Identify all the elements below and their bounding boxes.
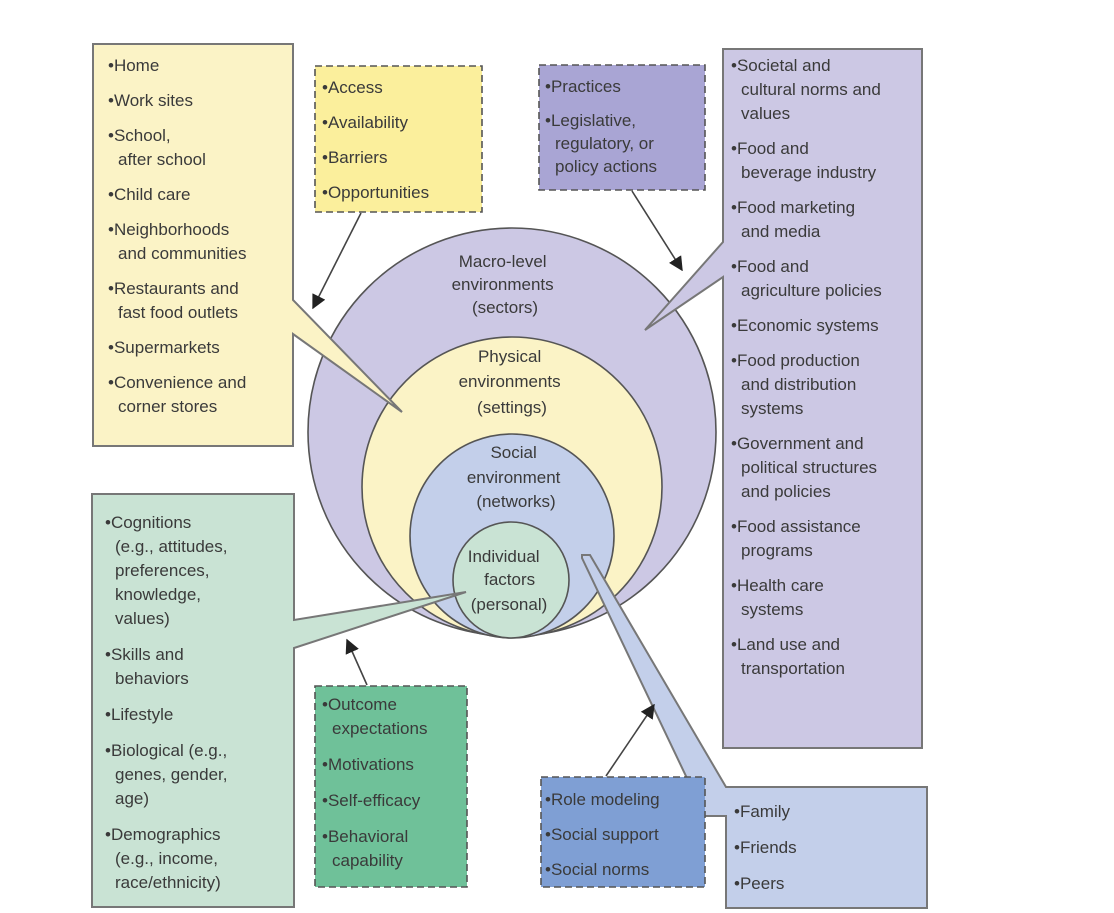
sectors-box: [644, 48, 923, 749]
list-item-line: •Social support: [545, 825, 659, 844]
list-item-line: transportation: [741, 659, 845, 678]
list-item-line: •Friends: [734, 838, 797, 857]
list-item-line: after school: [118, 150, 206, 169]
list-item-line: •Restaurants and: [108, 279, 239, 298]
individual-box: [91, 493, 467, 908]
physical-factors-arrow: [312, 212, 362, 310]
list-item-line: •Cognitions: [105, 513, 191, 532]
list-item-line: •Social norms: [545, 860, 649, 879]
list-item-line: •Food and: [731, 139, 809, 158]
list-item-line: •Practices: [545, 77, 621, 96]
list-item-line: •Demographics: [105, 825, 221, 844]
physical-factors-box: [314, 65, 483, 213]
individual-list: •Cognitions (e.g., attitudes, preferences,…: [105, 513, 227, 892]
list-item-line: •Land use and: [731, 635, 840, 654]
list-item-line: policy actions: [555, 157, 657, 176]
list-item-line: preferences,: [115, 561, 210, 580]
list-item-line: and policies: [741, 482, 831, 501]
list-item-line: programs: [741, 541, 813, 560]
macro-factors-box: [538, 64, 706, 191]
list-item-line: •Biological (e.g.,: [105, 741, 227, 760]
list-item-line: •Neighborhoods: [108, 220, 229, 239]
list-item-line: •Convenience and: [108, 373, 246, 392]
list-item-line: •Economic systems: [731, 316, 879, 335]
list-item-line: agriculture policies: [741, 281, 882, 300]
list-item-line: •Supermarkets: [108, 338, 220, 357]
list-item-line: cultural norms and: [741, 80, 881, 99]
list-item-line: •School,: [108, 126, 171, 145]
list-item-line: expectations: [332, 719, 427, 738]
list-item-line: •Motivations: [322, 755, 414, 774]
list-item-line: •Barriers: [322, 148, 387, 167]
networks-list: •Family •Friends •Peers: [734, 802, 797, 893]
list-item-line: •Health care: [731, 576, 824, 595]
list-item-line: behaviors: [115, 669, 189, 688]
list-item-line: •Societal and: [731, 56, 831, 75]
list-item-line: •Work sites: [108, 91, 193, 110]
list-item-line: •Self-efficacy: [322, 791, 421, 810]
social-factors-box: [540, 776, 706, 888]
list-item-line: •Food production: [731, 351, 860, 370]
social-factors-arrow: [605, 703, 655, 777]
list-item-line: •Home: [108, 56, 159, 75]
list-item-line: •Outcome: [322, 695, 397, 714]
list-item-line: •Opportunities: [322, 183, 429, 202]
networks-box: [581, 554, 928, 909]
list-item-line: •Lifestyle: [105, 705, 173, 724]
list-item-line: •Food and: [731, 257, 809, 276]
list-item-line: values): [115, 609, 170, 628]
physical-factors-list: •Access •Availability •Barriers •Opportunit…: [322, 78, 429, 202]
social-factors-list: •Role modeling •Social support •Social nor…: [545, 790, 660, 879]
list-item-line: •Government and: [731, 434, 864, 453]
macro-factors-list: •Practices •Legislative, regulatory, or pol…: [545, 77, 657, 176]
list-item-line: political structures: [741, 458, 877, 477]
list-item-line: genes, gender,: [115, 765, 227, 784]
list-item-line: and communities: [118, 244, 247, 263]
list-item-line: •Family: [734, 802, 791, 821]
list-item-line: age): [115, 789, 149, 808]
list-item-line: systems: [741, 600, 803, 619]
list-item-line: •Legislative,: [545, 111, 636, 130]
list-item-line: systems: [741, 399, 803, 418]
social-environment-label: Social environment (networks): [467, 443, 565, 511]
list-item-line: •Food assistance: [731, 517, 861, 536]
sectors-list: •Societal and cultural norms and values •Fo…: [731, 56, 882, 678]
list-item-line: knowledge,: [115, 585, 201, 604]
individual-factors-arrow: [345, 638, 368, 686]
list-item-line: race/ethnicity): [115, 873, 221, 892]
macro-level-label: Macro-level environments (sectors): [452, 252, 559, 317]
list-item-line: •Availability: [322, 113, 408, 132]
list-item-line: •Behavioral: [322, 827, 408, 846]
list-item-line: fast food outlets: [118, 303, 238, 322]
list-item-line: •Skills and: [105, 645, 184, 664]
list-item-line: values: [741, 104, 790, 123]
list-item-line: regulatory, or: [555, 134, 654, 153]
list-item-line: •Access: [322, 78, 383, 97]
individual-factors-circle: [452, 521, 570, 639]
individual-factors-box: [314, 685, 468, 888]
individual-factors-list: •Outcome expectations •Motivations •Self-ef…: [322, 695, 427, 870]
settings-list: •Home •Work sites •School, after school •Chi…: [108, 56, 247, 416]
physical-environment-label: Physical environments (settings): [459, 347, 566, 417]
list-item-line: •Food marketing: [731, 198, 855, 217]
list-item-line: (e.g., attitudes,: [115, 537, 227, 556]
list-item-line: beverage industry: [741, 163, 877, 182]
list-item-line: and media: [741, 222, 821, 241]
list-item-line: capability: [332, 851, 403, 870]
list-item-line: corner stores: [118, 397, 217, 416]
settings-box: [92, 43, 403, 447]
list-item-line: •Peers: [734, 874, 784, 893]
macro-factors-arrow: [631, 190, 683, 272]
individual-factors-label: Individual factors (personal): [468, 547, 548, 614]
list-item-line: (e.g., income,: [115, 849, 218, 868]
list-item-line: •Role modeling: [545, 790, 660, 809]
list-item-line: •Child care: [108, 185, 191, 204]
list-item-line: and distribution: [741, 375, 856, 394]
